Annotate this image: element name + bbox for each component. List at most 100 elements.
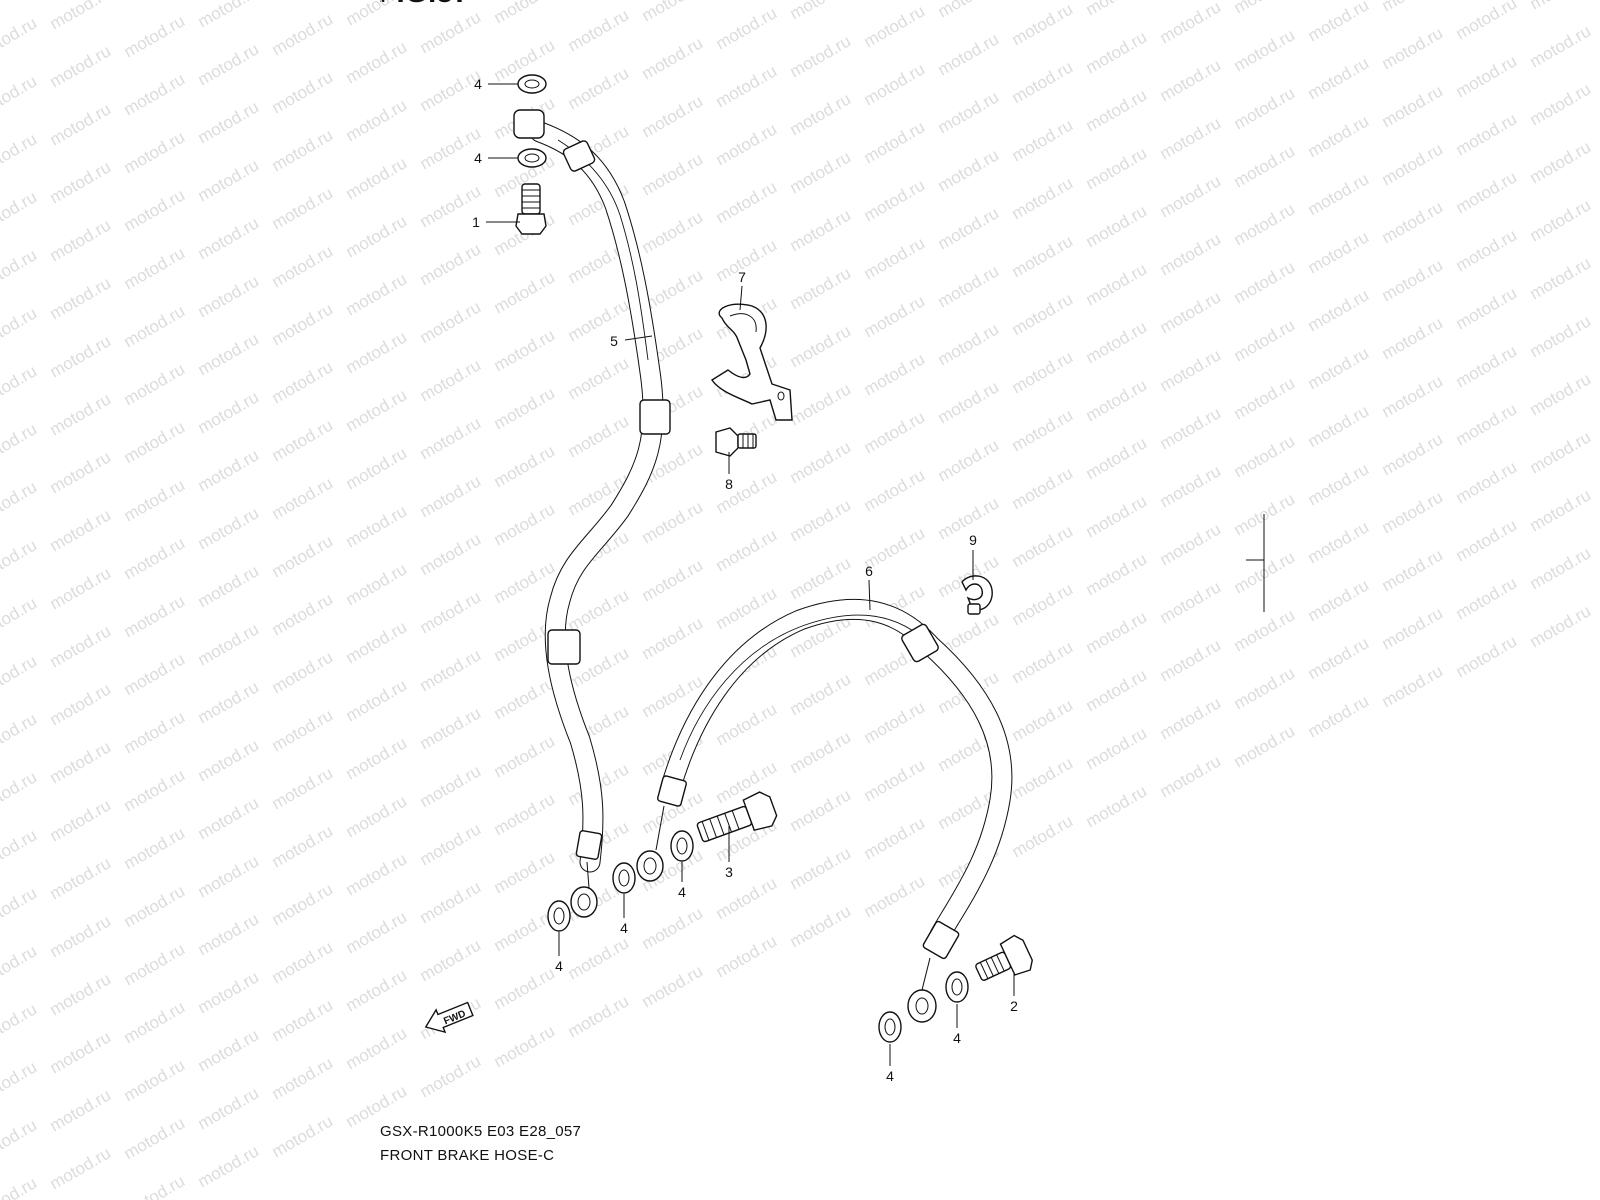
watermark: motod.ru xyxy=(343,849,411,899)
watermark: motod.ru xyxy=(47,969,115,1019)
watermark: motod.ru xyxy=(195,97,263,147)
watermark: motod.ru xyxy=(1305,633,1373,683)
watermark: motod.ru xyxy=(491,441,559,491)
watermark: motod.ru xyxy=(1231,721,1299,771)
callout-gasket-4: 4 xyxy=(474,76,482,92)
watermark: motod.ru xyxy=(565,933,633,983)
watermark: motod.ru xyxy=(1305,169,1373,219)
watermark: motod.ru xyxy=(1157,519,1225,569)
watermark: motod.ru xyxy=(417,645,485,695)
watermark: motod.ru xyxy=(1379,313,1447,363)
watermark: motod.ru xyxy=(47,0,115,33)
watermark: motod.ru xyxy=(491,789,559,839)
watermark: motod.ru xyxy=(1379,545,1447,595)
watermark: motod.ru xyxy=(343,327,411,377)
watermark: motod.ru xyxy=(1083,259,1151,309)
watermark: motod.ru xyxy=(1009,0,1077,49)
watermark: motod.ru xyxy=(121,1113,189,1163)
watermark: motod.ru xyxy=(121,243,189,293)
watermark: motod.ru xyxy=(1083,781,1151,831)
watermark: motod.ru xyxy=(1527,253,1595,303)
watermark: motod.ru xyxy=(639,0,707,25)
watermark: motod.ru xyxy=(121,0,189,3)
watermark: motod.ru xyxy=(565,63,633,113)
hose-clamp-7 xyxy=(711,303,793,421)
watermark: motod.ru xyxy=(1009,289,1077,339)
union-bolt-1 xyxy=(515,183,547,235)
watermark: motod.ru xyxy=(1009,57,1077,107)
watermark: motod.ru xyxy=(195,445,263,495)
watermark: motod.ru xyxy=(1379,23,1447,73)
watermark: motod.ru xyxy=(1305,401,1373,451)
watermark: motod.ru xyxy=(1231,83,1299,133)
watermark: motod.ru xyxy=(1379,429,1447,479)
brake-hose-5 xyxy=(513,109,671,918)
watermark: motod.ru xyxy=(1453,515,1521,565)
watermark: motod.ru xyxy=(269,763,337,813)
gasket-4 xyxy=(547,900,571,932)
hose-5-grommet-upper xyxy=(639,399,671,435)
watermark: motod.ru xyxy=(343,1023,411,1073)
watermark: motod.ru xyxy=(343,153,411,203)
watermark: motod.ru xyxy=(639,613,707,663)
watermark: motod.ru xyxy=(195,213,263,263)
watermark: motod.ru xyxy=(787,147,855,197)
watermark: motod.ru xyxy=(47,41,115,91)
watermark: motod.ru xyxy=(269,0,337,1)
watermark: motod.ru xyxy=(195,155,263,205)
watermark: motod.ru xyxy=(343,733,411,783)
watermark: motod.ru xyxy=(1305,691,1373,741)
watermark: motod.ru xyxy=(47,389,115,439)
watermark: motod.ru xyxy=(1231,257,1299,307)
watermark: motod.ru xyxy=(0,0,40,5)
watermark: motod.ru xyxy=(935,319,1003,369)
watermark: motod.ru xyxy=(121,823,189,873)
watermark: motod.ru xyxy=(195,1083,263,1133)
watermark: motod.ru xyxy=(1157,461,1225,511)
watermark: motod.ru xyxy=(1379,255,1447,305)
watermark: motod.ru xyxy=(787,553,855,603)
gaskets xyxy=(517,74,969,1043)
watermark: motod.ru xyxy=(121,591,189,641)
watermark: motod.ru xyxy=(1231,25,1299,75)
watermark: motod.ru xyxy=(47,157,115,207)
watermark: motod.ru xyxy=(47,1143,115,1193)
watermark: motod.ru xyxy=(47,853,115,903)
watermark: motod.ru xyxy=(787,379,855,429)
hose-6-banjo-left xyxy=(636,850,664,882)
watermark: motod.ru xyxy=(861,755,929,805)
watermark: motod.ru xyxy=(1157,403,1225,453)
watermark: motod.ru xyxy=(1231,0,1299,17)
watermark: motod.ru xyxy=(1453,631,1521,681)
watermark: motod.ru xyxy=(343,617,411,667)
watermark: motod.ru xyxy=(787,669,855,719)
watermark: motod.ru xyxy=(935,145,1003,195)
watermark: motod.ru xyxy=(0,477,40,527)
watermark: motod.ru xyxy=(1009,463,1077,513)
watermark: motod.ru xyxy=(713,61,781,111)
watermark: motod.ru xyxy=(121,301,189,351)
watermark: motod.ru xyxy=(1083,607,1151,657)
watermark: motod.ru xyxy=(1083,723,1151,773)
watermark: motod.ru xyxy=(1305,517,1373,567)
watermark: motod.ru xyxy=(639,33,707,83)
watermark: motod.ru xyxy=(1157,55,1225,105)
watermark: motod.ru xyxy=(1453,0,1521,43)
watermark: motod.ru xyxy=(0,941,40,991)
watermark: motod.ru xyxy=(195,329,263,379)
watermark: motod.ru xyxy=(1083,433,1151,483)
watermark: motod.ru xyxy=(121,417,189,467)
watermark: motod.ru xyxy=(0,361,40,411)
hose-5-upper-fitting xyxy=(562,140,596,172)
watermark: motod.ru xyxy=(195,503,263,553)
watermark: motod.ru xyxy=(0,303,40,353)
watermark: motod.ru xyxy=(1453,573,1521,623)
watermark: motod.ru xyxy=(417,297,485,347)
watermark: motod.ru xyxy=(47,447,115,497)
watermark: motod.ru xyxy=(787,495,855,545)
watermark: motod.ru xyxy=(1083,665,1151,715)
watermark: motod.ru xyxy=(269,821,337,871)
watermark: motod.ru xyxy=(713,119,781,169)
gasket-4 xyxy=(612,862,636,894)
watermark: motod.ru xyxy=(269,1053,337,1103)
